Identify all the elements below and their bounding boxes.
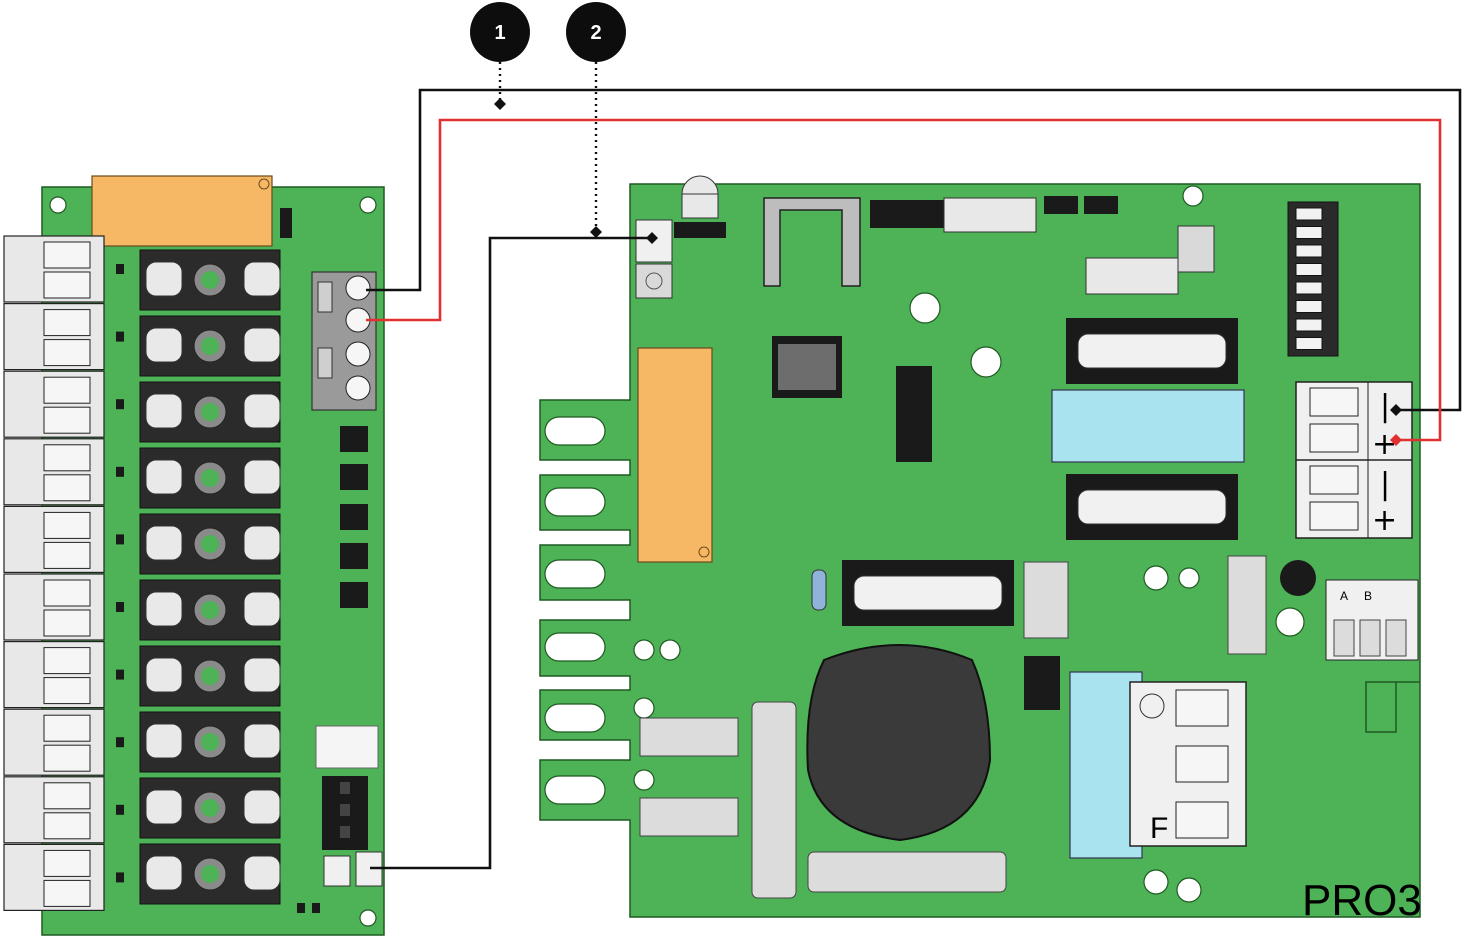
mounting-hole — [1143, 565, 1169, 591]
left-relay-unit — [139, 777, 281, 839]
left-terminal-block — [3, 640, 124, 709]
left-terminal-block — [3, 235, 124, 303]
board-label: PRO3 — [1302, 876, 1422, 925]
mounting-hole — [359, 909, 377, 927]
dip-toggle — [1295, 300, 1323, 313]
left-relay-unit — [139, 315, 281, 377]
left-relay — [91, 175, 273, 247]
dip-toggle — [1295, 281, 1323, 295]
right-diode — [811, 569, 827, 611]
dip-toggle — [1295, 226, 1323, 239]
dip-toggle — [1295, 318, 1323, 332]
left-component — [280, 208, 292, 238]
right-signal-button — [635, 263, 673, 299]
right-pin-header — [896, 366, 932, 462]
mounting-hole — [1178, 567, 1200, 589]
right-dip-switch — [1287, 201, 1339, 357]
wire-1-black — [366, 88, 1462, 412]
callout-1: 1 — [470, 2, 530, 110]
fuse-label: F — [1150, 812, 1168, 845]
terminal-positive-label: + — [1372, 427, 1397, 462]
right-capacitor — [1051, 389, 1245, 463]
left-terminal-block — [3, 776, 124, 844]
right-board-slots — [544, 416, 606, 805]
right-inductor — [806, 644, 992, 842]
left-terminal-block — [3, 505, 124, 573]
wire-1-red — [366, 118, 1442, 442]
mounting-hole — [1176, 877, 1202, 903]
callout-2-number: 2 — [590, 22, 601, 44]
right-pad — [639, 797, 739, 837]
ground-icon — [1139, 693, 1165, 719]
left-relay-unit — [139, 249, 281, 311]
mounting-hole — [633, 769, 655, 791]
mounting-hole — [1182, 185, 1204, 207]
left-relay-unit — [139, 579, 281, 641]
right-pad — [639, 717, 739, 757]
callout-2: 2 — [566, 2, 626, 238]
left-terminal-block — [3, 370, 124, 438]
mounting-hole — [1143, 869, 1169, 895]
left-label-area — [315, 725, 379, 769]
right-board: | + | + A B F — [539, 175, 1421, 918]
left-ics — [340, 426, 368, 608]
left-relay-unit — [139, 381, 281, 443]
mounting-hole — [909, 292, 941, 324]
relay-marker — [258, 178, 270, 190]
left-terminal-block — [3, 843, 124, 912]
mounting-hole — [633, 697, 655, 719]
callout-1-circle — [470, 2, 530, 62]
dip-toggle — [1295, 337, 1323, 350]
left-power-terminal-screws — [317, 275, 371, 401]
left-small-connector — [323, 855, 351, 887]
left-terminal-strip — [3, 235, 124, 912]
wire-2-end — [646, 232, 658, 244]
mounting-hole — [49, 196, 67, 214]
right-fuses — [842, 318, 1245, 626]
right-black-strip — [870, 200, 946, 228]
left-board — [3, 175, 385, 936]
wire-1-black-end — [1390, 404, 1402, 416]
ab-connector-label-b: B — [1364, 589, 1372, 603]
right-buzzer — [1280, 560, 1316, 596]
right-gray-pad — [1227, 555, 1267, 655]
right-top-connector — [943, 197, 1037, 233]
left-relay-unit — [139, 513, 281, 575]
left-relay-unit — [139, 645, 281, 707]
mounting-hole — [359, 196, 377, 214]
terminal-positive-label-2: + — [1372, 503, 1397, 538]
left-terminal-block — [3, 303, 124, 371]
dip-toggle — [1295, 244, 1323, 258]
right-small-relay — [1023, 561, 1069, 639]
right-rail-vertical — [751, 701, 797, 899]
left-relay-column — [139, 249, 281, 905]
mounting-hole — [633, 639, 655, 661]
left-terminal-block — [3, 438, 124, 506]
dip-switch-toggles — [1295, 207, 1323, 350]
left-relay-unit — [139, 843, 281, 905]
dip-toggle — [1295, 207, 1323, 221]
callout-2-circle — [566, 2, 626, 62]
terminal-negative-label: | — [1380, 389, 1390, 424]
right-bracket — [763, 197, 861, 287]
dip-toggle — [1295, 263, 1323, 276]
ab-connector-label-a: A — [1340, 589, 1348, 603]
right-relay — [637, 347, 713, 563]
wiring — [366, 88, 1462, 870]
mounting-hole — [659, 639, 681, 661]
left-relay-unit — [139, 447, 281, 509]
left-terminal-block — [3, 573, 124, 641]
callout-1-number: 1 — [494, 22, 505, 44]
left-terminal-block — [3, 708, 124, 776]
wire-2-black — [370, 236, 652, 870]
right-rail-horizontal — [807, 851, 1007, 893]
right-mid-connector — [1085, 257, 1179, 295]
mounting-hole — [1275, 607, 1305, 637]
mounting-hole — [970, 346, 1002, 378]
wire-1-red-end — [1390, 434, 1402, 446]
terminal-negative-label-2: | — [1380, 467, 1390, 502]
left-relay-unit — [139, 711, 281, 773]
